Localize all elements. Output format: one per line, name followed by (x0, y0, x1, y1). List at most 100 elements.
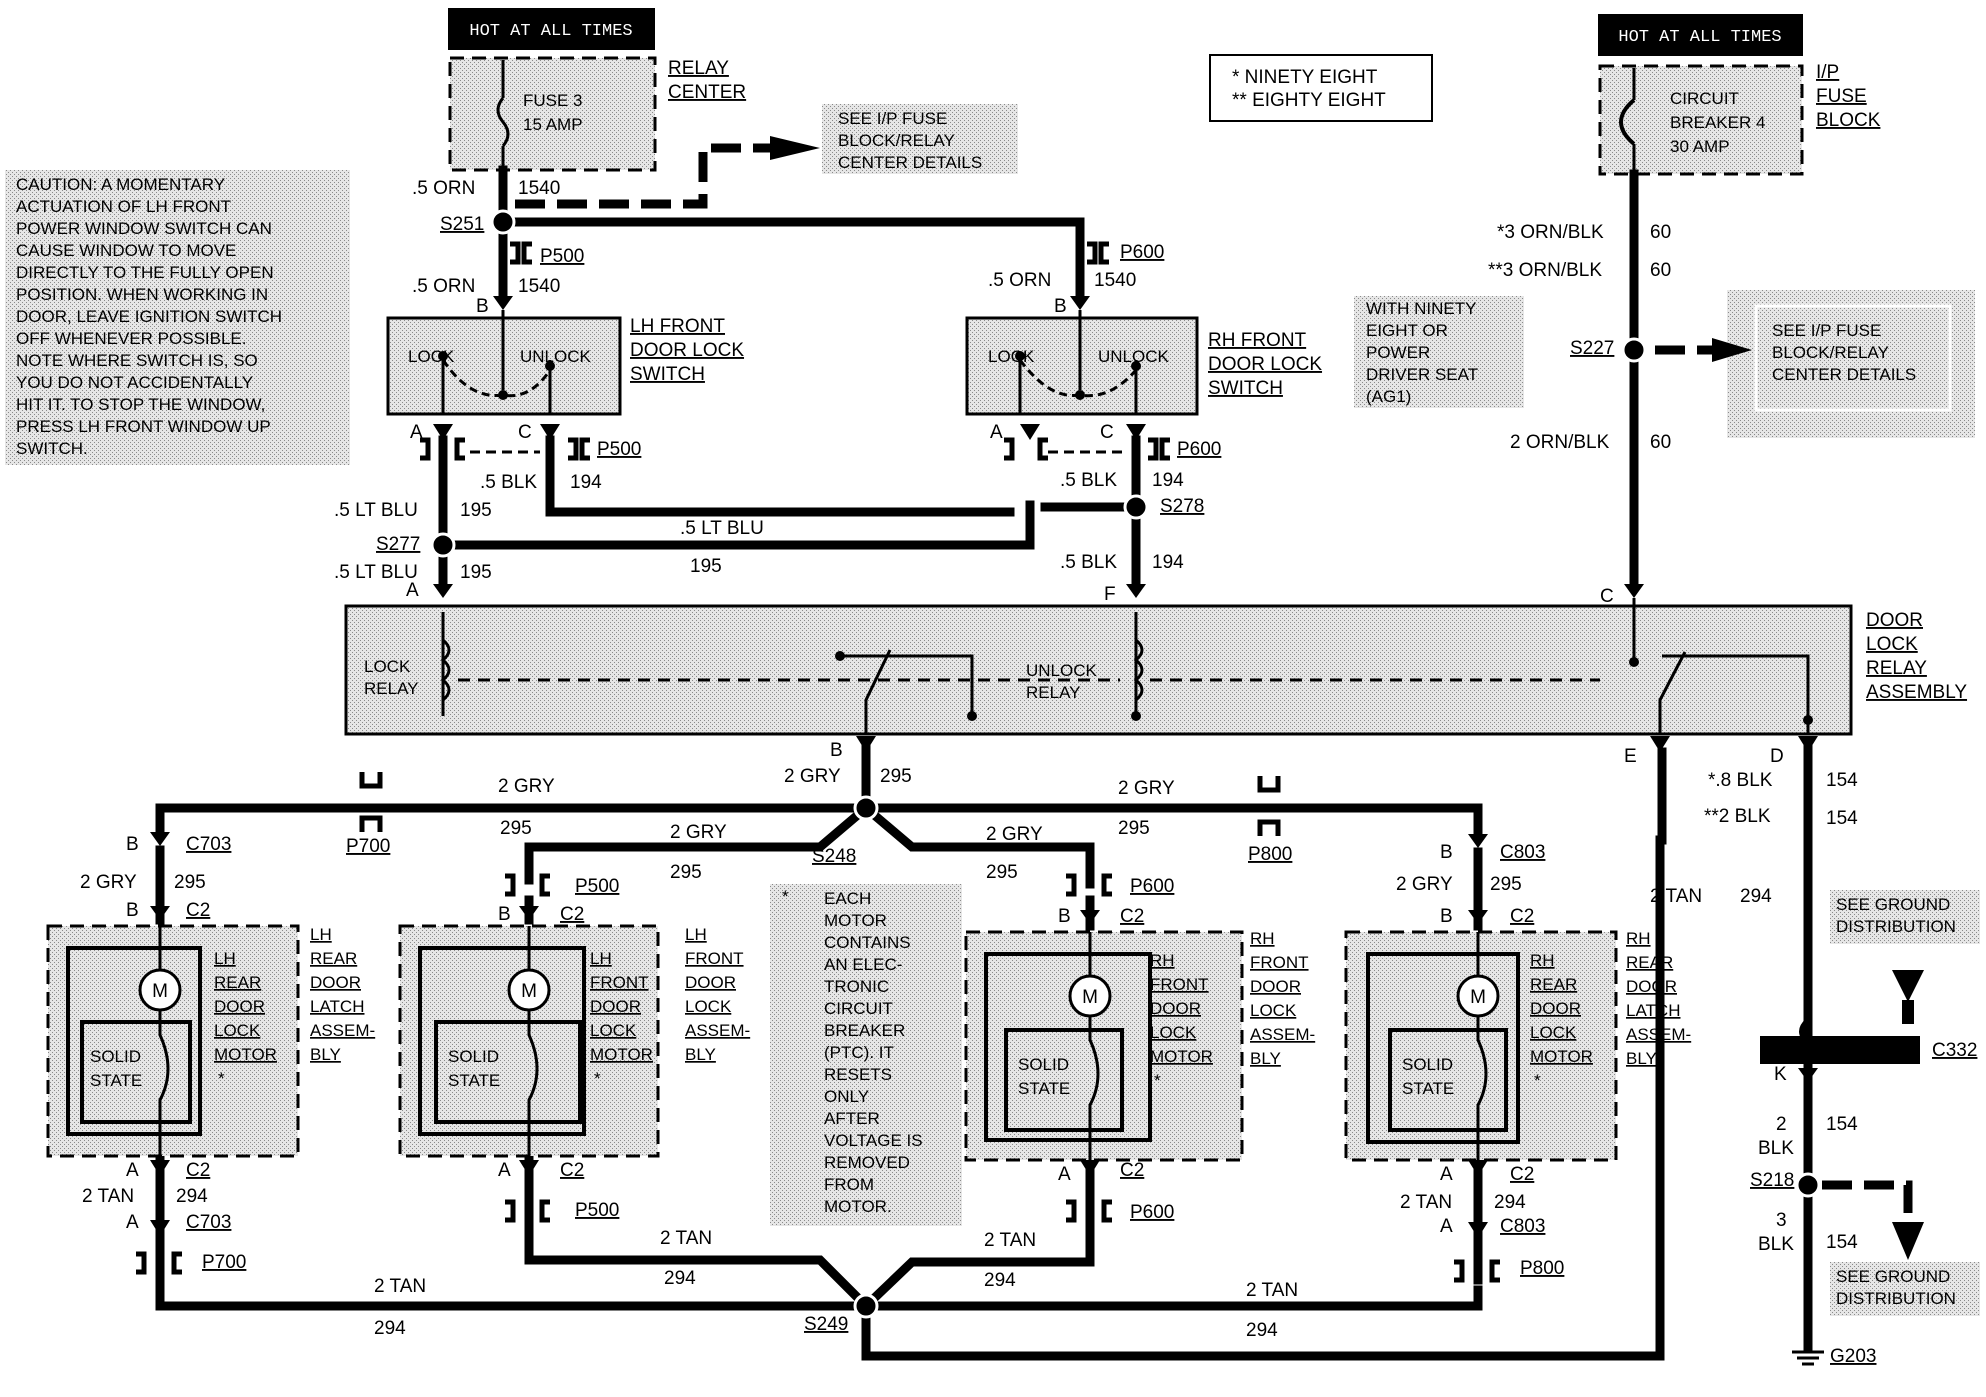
diagram-label: CAUSE WINDOW TO MOVE (16, 241, 236, 260)
s248-label: S248 (812, 846, 856, 867)
diagram-label: C2 (560, 904, 584, 925)
ninety-eight-note: WITH NINETY EIGHT OR POWER DRIVER SEAT (… (1366, 299, 1478, 406)
splice-s248 (853, 795, 879, 821)
diagram-label: 294 (1494, 1192, 1526, 1213)
diagram-label: 294 (374, 1318, 406, 1339)
diagram-label: LOCK (590, 1021, 637, 1040)
diagram-label: EIGHT OR (1366, 321, 1448, 340)
diagram-label: SOLID (90, 1047, 141, 1066)
diagram-label: A (1058, 1164, 1071, 1185)
c703-label-1: C703 (186, 834, 231, 855)
diagram-label: VOLTAGE IS (824, 1131, 923, 1150)
arrow-ip-details-1 (770, 136, 820, 160)
diagram-label: 154 (1826, 1114, 1858, 1135)
diagram-label: K (1774, 1064, 1787, 1085)
arrow-ground-dist-2 (1892, 1222, 1924, 1260)
diagram-label: C2 (186, 1160, 210, 1181)
diagram-label: ASSEM- (1250, 1025, 1315, 1044)
wire-194-lh (545, 435, 1015, 517)
diagram-label: * (218, 1069, 225, 1088)
diagram-label: A (498, 1160, 511, 1181)
diagram-label: 2 (1776, 1114, 1787, 1135)
diagram-label: DOOR (685, 973, 736, 992)
diagram-label: .5 ORN (988, 270, 1051, 291)
diagram-label: ONLY (824, 1087, 869, 1106)
diagram-label: 60 (1650, 222, 1671, 243)
diagram-label: C2 (1510, 906, 1534, 927)
see-ip-1-line3: CENTER DETAILS (838, 153, 982, 172)
diagram-label: A (1440, 1216, 1453, 1237)
diagram-label: B (1054, 296, 1067, 317)
diagram-label: .5 ORN (412, 276, 475, 297)
s278-label: S278 (1160, 496, 1204, 517)
diagram-label: BREAKER (824, 1021, 905, 1040)
diagram-label: C2 (1510, 1164, 1534, 1185)
diagram-label: POWER WINDOW SWITCH CAN (16, 219, 272, 238)
diagram-label: FRONT (685, 949, 744, 968)
diagram-label: MOTOR (214, 1045, 277, 1064)
diagram-label: AFTER (824, 1109, 880, 1128)
diagram-label: FROM (824, 1175, 874, 1194)
p600-label-1: P600 (1120, 242, 1164, 263)
diagram-label: SOLID (1018, 1055, 1069, 1074)
diagram-label: 294 (1246, 1320, 1278, 1341)
diagram-label: MOTOR (590, 1045, 653, 1064)
diagram-label: DOOR (1530, 999, 1581, 1018)
diagram-label: A (406, 580, 419, 601)
see-ip-1-line1: SEE I/P FUSE (838, 109, 947, 128)
motor-m-3: M (1082, 987, 1098, 1008)
diagram-label: .5 ORN (412, 178, 475, 199)
diagram-label: LOCK (1530, 1023, 1577, 1042)
diagram-label: * (594, 1069, 601, 1088)
diagram-label: B (1058, 906, 1071, 927)
p800-label-2: P800 (1520, 1258, 1564, 1279)
legend-eighty-eight: ** EIGHTY EIGHT (1232, 90, 1386, 111)
diagram-label: PRESS LH FRONT WINDOW UP (16, 417, 271, 436)
splice-s249 (853, 1293, 879, 1319)
see-ground-1-line1: SEE GROUND (1836, 895, 1950, 914)
p500-label-1: P500 (540, 246, 584, 267)
diagram-label: ACTUATION OF LH FRONT (16, 197, 231, 216)
diagram-label: .5 LT BLU (680, 518, 764, 539)
diagram-label: FRONT (1250, 953, 1309, 972)
cb-label-1: CIRCUIT (1670, 89, 1739, 108)
diagram-label: DOOR (214, 997, 265, 1016)
diagram-label: * (1154, 1071, 1161, 1090)
connector-marks (136, 241, 1500, 1283)
diagram-label: LH (214, 949, 236, 968)
door-lock-relay-assembly-box (344, 604, 1853, 736)
diagram-label: C2 (1120, 1160, 1144, 1181)
diagram-label: 295 (174, 872, 206, 893)
diagram-label: RH (1530, 951, 1555, 970)
diagram-label: .5 LT BLU (334, 500, 418, 521)
lock-relay-label-1: LOCK (364, 657, 411, 676)
diagram-label: AN ELEC- (824, 955, 902, 974)
diagram-label: 2 TAN (1400, 1192, 1452, 1213)
diagram-label: POSITION. WHEN WORKING IN (16, 285, 268, 304)
s251-label: S251 (440, 214, 484, 235)
relay-name-3: RELAY (1866, 658, 1927, 679)
rh-front-door-lock-switch-box (965, 316, 1199, 416)
diagram-label: B (1440, 842, 1453, 863)
lock-relay-label-2: RELAY (364, 679, 419, 698)
relay-name-1: DOOR (1866, 610, 1923, 631)
diagram-label: TRONIC (824, 977, 889, 996)
hot-label-2: HOT AT ALL TIMES (1618, 28, 1781, 47)
diagram-label: DIRECTLY TO THE FULLY OPEN (16, 263, 274, 282)
diagram-label: 295 (880, 766, 912, 787)
caution-box (5, 170, 350, 465)
rh-switch-unlock-label: UNLOCK (1098, 347, 1170, 366)
diagram-label: **2 BLK (1704, 806, 1771, 827)
unlock-relay-label-2: RELAY (1026, 683, 1081, 702)
p600-label-2: P600 (1177, 439, 1221, 460)
diagram-label: HIT IT. TO STOP THE WINDOW, (16, 395, 265, 414)
wire-295-lh-front (524, 801, 873, 885)
wire-195-s277 (438, 500, 1035, 550)
diagram-label: 195 (460, 500, 492, 521)
diagram-label: 2 GRY (784, 766, 841, 787)
diagram-label: 2 GRY (1396, 874, 1453, 895)
see-ip-2-line1: SEE I/P FUSE (1772, 321, 1881, 340)
diagram-label: MOTOR (1530, 1047, 1593, 1066)
s277-label: S277 (376, 534, 420, 555)
diagram-label: D (1770, 746, 1784, 767)
